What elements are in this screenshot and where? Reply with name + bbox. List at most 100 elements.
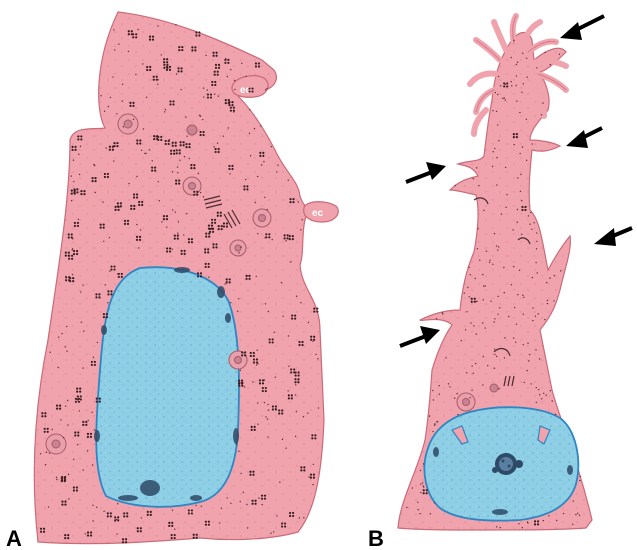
- granule-dot: [250, 355, 252, 357]
- speckle-dot: [276, 515, 277, 516]
- granule-dot: [68, 252, 70, 254]
- speckle-dot: [189, 158, 190, 159]
- granule-dot: [44, 431, 46, 433]
- granule-dot: [241, 351, 243, 353]
- speckle-dot: [295, 436, 296, 437]
- granule-dot: [221, 225, 223, 227]
- granule-dot: [168, 143, 170, 145]
- speckle-dot: [172, 249, 173, 250]
- speckle-dot: [245, 179, 246, 180]
- granule-dot: [68, 276, 70, 278]
- granule-dot: [153, 138, 155, 140]
- granule-dot: [265, 233, 267, 235]
- granule-dot: [76, 388, 78, 390]
- granule-dot: [289, 198, 291, 200]
- speckle-dot: [146, 97, 147, 98]
- speckle-dot: [563, 513, 564, 514]
- speckle-dot: [247, 527, 248, 528]
- speckle-dot: [315, 354, 316, 355]
- granule-dot: [73, 489, 75, 491]
- granule-dot: [168, 522, 170, 524]
- speckle-dot: [238, 451, 239, 452]
- granule-dot: [169, 247, 171, 249]
- speckle-dot: [500, 527, 501, 528]
- speckle-dot: [422, 482, 423, 483]
- speckle-dot: [493, 321, 494, 322]
- granule-dot: [262, 152, 264, 154]
- granule-dot: [229, 278, 231, 280]
- granule-dot: [521, 206, 523, 208]
- granule-dot: [129, 105, 131, 107]
- speckle-dot: [419, 513, 420, 514]
- speckle-dot: [142, 63, 143, 64]
- granule-dot: [506, 85, 508, 87]
- speckle-dot: [553, 300, 554, 301]
- granule-dot: [116, 142, 118, 144]
- granule-dot: [109, 149, 111, 151]
- granule-dot: [137, 527, 139, 529]
- granule-dot: [207, 251, 209, 253]
- granule-dot: [76, 391, 78, 393]
- granule-dot: [80, 135, 82, 137]
- granule-dot: [426, 489, 428, 491]
- speckle-dot: [521, 200, 522, 201]
- granule-dot: [147, 511, 149, 513]
- granule-dot: [98, 296, 100, 298]
- granule-dot: [208, 266, 210, 268]
- speckle-dot: [166, 226, 167, 227]
- speckle-dot: [234, 80, 235, 81]
- granule-dot: [524, 206, 526, 208]
- speckle-dot: [249, 133, 250, 134]
- granule-dot: [123, 512, 125, 514]
- speckle-dot: [476, 301, 477, 302]
- granule-dot: [76, 250, 78, 252]
- granule-dot: [165, 140, 167, 142]
- speckle-dot: [436, 421, 437, 422]
- speckle-dot: [288, 180, 289, 181]
- granule-dot: [178, 183, 180, 185]
- speckle-dot: [91, 412, 92, 413]
- speckle-dot: [516, 101, 517, 102]
- granule-dot: [210, 96, 212, 98]
- speckle-dot: [140, 229, 141, 230]
- speckle-dot: [116, 519, 117, 520]
- granule-dot: [59, 408, 61, 410]
- speckle-dot: [238, 298, 239, 299]
- granule-dot: [252, 471, 254, 473]
- granule-dot: [205, 233, 207, 235]
- granule-dot: [129, 102, 131, 104]
- speckle-dot: [250, 155, 251, 156]
- speckle-dot: [536, 232, 537, 233]
- speckle-dot: [228, 127, 229, 128]
- speckle-dot: [559, 54, 560, 55]
- speckle-dot: [83, 330, 84, 331]
- granule-dot: [172, 145, 174, 147]
- granule-dot: [117, 516, 119, 518]
- speckle-dot: [138, 247, 139, 248]
- granule-dot: [163, 64, 165, 66]
- granule-dot: [200, 275, 202, 277]
- granule-dot: [191, 49, 193, 51]
- granule-dot: [151, 166, 153, 168]
- granule-dot: [169, 100, 171, 102]
- granule-dot: [56, 408, 58, 410]
- granule-dot: [188, 143, 190, 145]
- granule-dot: [166, 67, 168, 69]
- speckle-dot: [161, 54, 162, 55]
- granule-dot: [117, 205, 119, 207]
- granule-dot: [120, 202, 122, 204]
- granule-dot: [157, 139, 159, 141]
- speckle-dot: [317, 358, 318, 359]
- speckle-dot: [513, 40, 514, 41]
- granule-dot: [223, 225, 225, 227]
- granule-dot: [179, 149, 181, 151]
- speckle-dot: [236, 444, 237, 445]
- granule-dot: [205, 521, 207, 523]
- granule-dot: [220, 215, 222, 217]
- granule-dot: [96, 401, 98, 403]
- granule-dot: [61, 504, 63, 506]
- speckle-dot: [538, 313, 539, 314]
- speckle-dot: [498, 140, 499, 141]
- speckle-dot: [307, 412, 308, 413]
- granule-dot: [90, 433, 92, 435]
